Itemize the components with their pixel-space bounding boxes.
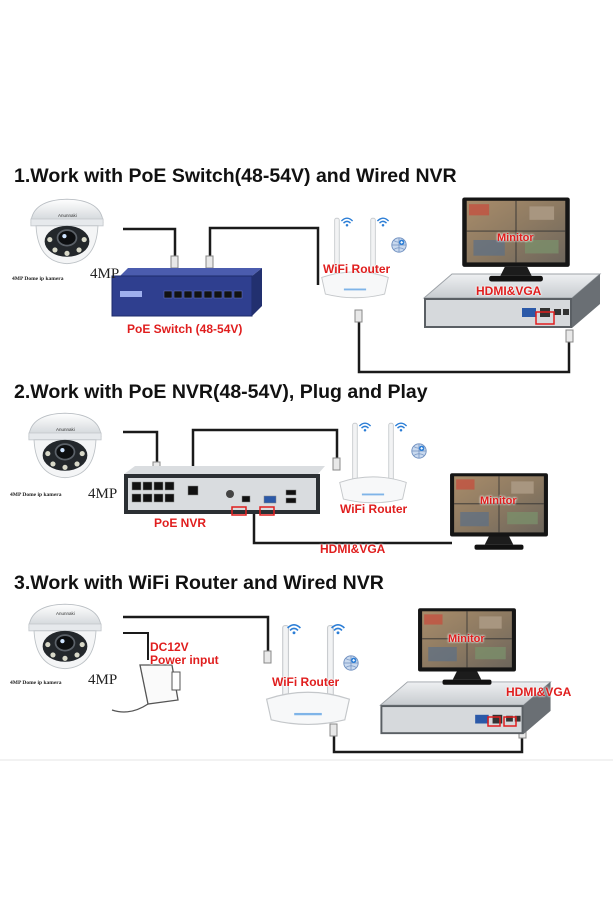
poe-switch: [111, 268, 262, 317]
cable-camera-to-power: [123, 632, 149, 660]
hdmi-3-label: HDMI&VGA: [506, 685, 572, 699]
hdmi-1-label: HDMI&VGA: [476, 284, 542, 298]
camera-2-caption: 4MP Dome ip kamera: [10, 492, 62, 498]
power-adapter: [111, 664, 181, 713]
poe-switch-label: PoE Switch (48-54V): [127, 322, 243, 336]
camera-3-resolution: 4MP: [88, 672, 118, 688]
camera-1-resolution: 4MP: [90, 266, 120, 282]
internet-globe-icon: [411, 443, 427, 459]
router-1-label: WiFi Router: [323, 262, 391, 276]
section-1-title: 1.Work with PoE Switch(48-54V) and Wired…: [14, 165, 457, 187]
cable-nvr-to-monitor: [252, 510, 452, 545]
camera-2-resolution: 4MP: [88, 486, 118, 502]
router-2-label: WiFi Router: [340, 502, 408, 516]
power-label-line2: Power input: [150, 653, 219, 667]
internet-globe-icon: [343, 655, 359, 671]
monitor-3: [417, 607, 517, 686]
section-2-graphics: [28, 412, 549, 551]
section-2-title: 2.Work with PoE NVR(48-54V), Plug and Pl…: [14, 381, 428, 403]
camera-1-brand: Anunnaki: [58, 213, 77, 218]
monitor-3-label: Minitor: [448, 633, 485, 645]
wifi-router-2: [339, 422, 407, 504]
monitor-2: [449, 472, 549, 551]
poe-nvr-label: PoE NVR: [154, 516, 207, 530]
cable-camera-to-router: [123, 615, 270, 655]
poe-nvr: [124, 466, 325, 516]
section-1-graphics: [30, 196, 601, 374]
monitor-2-label: Minitor: [480, 495, 517, 507]
cable-router-to-nvr: [332, 728, 524, 754]
cable-nvr-to-router: [191, 428, 339, 468]
section-3-title: 3.Work with WiFi Router and Wired NVR: [14, 572, 384, 594]
camera-2-brand: Anunnaki: [56, 427, 75, 432]
camera-3-brand: Anunnaki: [56, 611, 75, 616]
internet-globe-icon: [391, 237, 407, 253]
cable-camera-to-switch: [123, 227, 177, 258]
cable-camera-to-nvr: [123, 430, 159, 468]
hdmi-2-label: HDMI&VGA: [320, 542, 386, 556]
nvr-1: [423, 273, 601, 329]
dome-camera-1: [30, 198, 104, 265]
section-3-graphics: [27, 603, 552, 754]
power-label-line1: DC12V: [150, 640, 189, 654]
camera-3-caption: 4MP Dome ip kamera: [10, 680, 62, 686]
cable-switch-to-router: [208, 226, 320, 285]
router-3-label: WiFi Router: [272, 675, 340, 689]
camera-1-caption: 4MP Dome ip kamera: [12, 276, 64, 282]
wifi-router-1: [321, 217, 389, 299]
dome-camera-2: [28, 412, 102, 479]
cable-router-to-nvr: [357, 316, 571, 374]
monitor-1-label: Minitor: [497, 232, 534, 244]
